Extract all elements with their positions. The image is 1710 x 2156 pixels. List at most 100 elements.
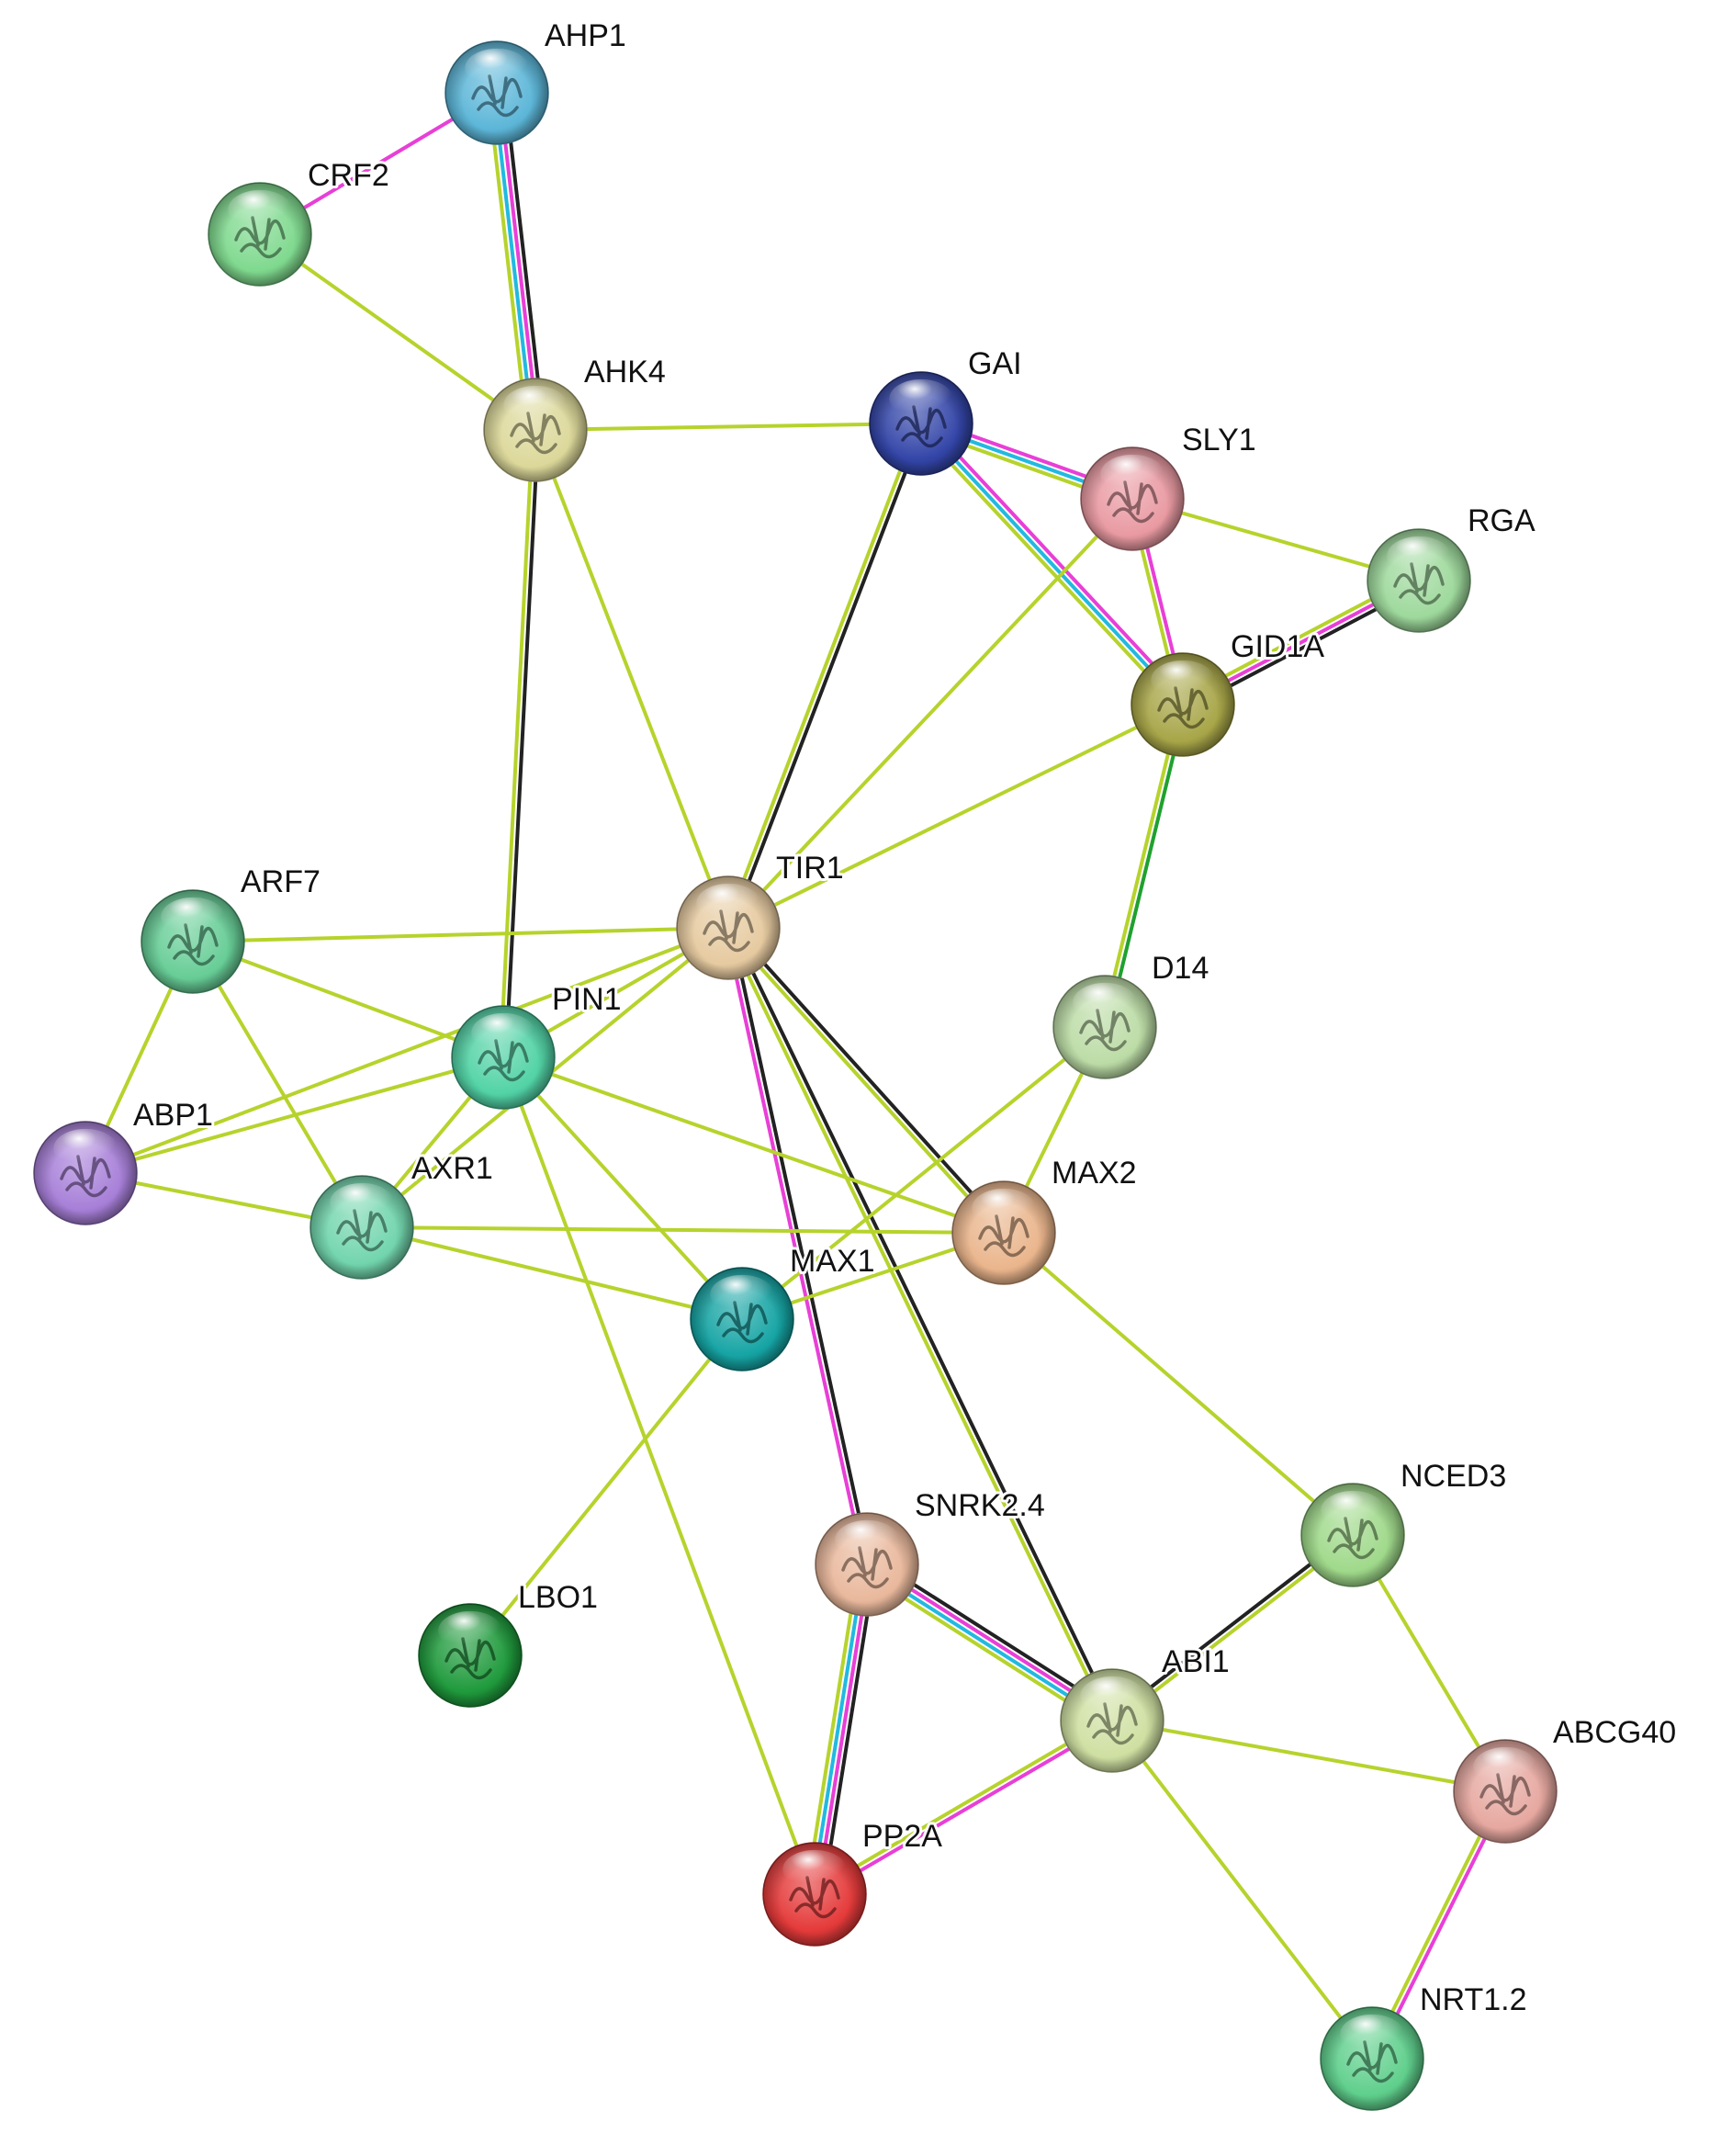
node-pin1[interactable]: PIN1 (451, 979, 624, 1110)
node-label-snrk2-4: SNRK2.4 (915, 1488, 1045, 1523)
node-gloss (1387, 536, 1451, 576)
edge-evidence-textmining (534, 422, 923, 432)
node-gloss (710, 1274, 774, 1315)
node-label-lbo1: LBO1 (518, 1580, 598, 1615)
edge-evidence-experimental (497, 90, 540, 432)
node-sly1[interactable]: SLY1 (1080, 420, 1259, 551)
node-gloss (782, 1849, 847, 1890)
node-nrt1-2[interactable]: NRT1.2 (1320, 1980, 1530, 2111)
edge-snrk2-4-pp2a (804, 1561, 877, 1898)
edge-evidence-textmining (915, 425, 1181, 711)
edge-evidence-textmining (1002, 1231, 1355, 1537)
node-label-max2: MAX2 (1052, 1156, 1137, 1191)
node-gai[interactable]: GAI (869, 344, 1025, 476)
edge-evidence-textmining (724, 928, 1004, 1237)
node-lbo1[interactable]: LBO1 (418, 1577, 601, 1708)
node-arf7[interactable]: ARF7 (141, 862, 323, 994)
node-gloss (228, 189, 292, 230)
node-gloss (1321, 1490, 1385, 1530)
node-label-d14: D14 (1152, 951, 1209, 986)
edge-evidence-textmining (726, 703, 1185, 930)
edge-evidence-coexpression (728, 423, 926, 931)
node-abi1[interactable]: ABI1 (1060, 1642, 1232, 1773)
node-max1[interactable]: MAX1 (690, 1241, 878, 1371)
edge-tir1-abi1 (724, 924, 1117, 1724)
edge-tir1-arf7 (191, 926, 730, 943)
edge-evidence-database (810, 1562, 867, 1896)
node-label-pp2a: PP2A (862, 1819, 942, 1854)
node-label-abp1: ABP1 (133, 1098, 213, 1133)
edge-axr1-max2 (360, 1225, 1006, 1235)
node-label-rga: RGA (1468, 503, 1536, 538)
node-abp1[interactable]: ABP1 (33, 1095, 216, 1225)
edge-pin1-pp2a (501, 1055, 816, 1896)
node-label-nrt1-2: NRT1.2 (1420, 1982, 1527, 2017)
edge-evidence-coexpression (728, 925, 872, 1566)
edge-evidence-textmining (726, 497, 1134, 930)
node-label-sly1: SLY1 (1182, 423, 1256, 457)
edge-ahk4-tir1 (534, 428, 730, 930)
node-ahp1[interactable]: AHP1 (444, 16, 629, 145)
edge-evidence-textmining (811, 1716, 1113, 1894)
edge-layer (84, 89, 1510, 2062)
node-ahk4[interactable]: AHK4 (483, 352, 669, 482)
edge-ahp1-ahk4 (487, 89, 546, 434)
node-snrk2-4[interactable]: SNRK2.4 (815, 1485, 1048, 1617)
node-gid1a[interactable]: GID1A (1131, 626, 1327, 757)
edge-evidence-textmining (534, 428, 730, 930)
node-label-abcg40: ABCG40 (1553, 1715, 1676, 1750)
edge-evidence-coexpression (820, 1563, 877, 1898)
edge-pin1-max2 (501, 1055, 1006, 1235)
edge-evidence-textmining (1110, 1719, 1507, 1793)
edge-evidence-textmining (84, 1055, 505, 1175)
node-pp2a[interactable]: PP2A (762, 1816, 945, 1947)
node-label-pin1: PIN1 (552, 982, 622, 1017)
edge-axr1-max1 (360, 1225, 744, 1321)
edge-arf7-axr1 (191, 940, 364, 1229)
edge-evidence-textmining (360, 1225, 744, 1321)
edge-evidence-textmining (258, 232, 537, 432)
node-crf2[interactable]: CRF2 (208, 155, 392, 287)
edge-tir1-abp1 (84, 926, 730, 1175)
edge-gid1a-d14 (1100, 702, 1187, 1030)
node-d14[interactable]: D14 (1052, 948, 1211, 1079)
edge-evidence-experimental (814, 1721, 1116, 1899)
node-abcg40[interactable]: ABCG40 (1453, 1712, 1679, 1844)
edge-ahk4-pin1 (499, 427, 540, 1060)
edge-tir1-snrk2-4 (724, 925, 872, 1567)
edge-evidence-textmining (360, 1225, 1006, 1235)
edge-evidence-coexpression (503, 428, 540, 1060)
edge-evidence-textmining (501, 1055, 1006, 1235)
edge-sly1-tir1 (726, 497, 1134, 930)
node-label-axr1: AXR1 (411, 1151, 493, 1186)
node-gloss (696, 883, 760, 923)
node-label-max1: MAX1 (790, 1244, 875, 1279)
node-label-crf2: CRF2 (308, 158, 389, 193)
node-gloss (972, 1188, 1036, 1228)
node-gloss (503, 385, 568, 425)
node-label-gid1a: GID1A (1231, 629, 1324, 664)
node-gloss (835, 1519, 899, 1560)
edge-evidence-textmining (724, 927, 1112, 1724)
edge-evidence-database (919, 422, 1185, 706)
edge-abi1-nrt1-2 (1110, 1719, 1374, 2060)
edge-pin1-max1 (501, 1055, 744, 1321)
edge-evidence-textmining (501, 1055, 816, 1896)
node-max2[interactable]: MAX2 (951, 1153, 1140, 1285)
node-label-nced3: NCED3 (1401, 1459, 1506, 1494)
node-gloss (889, 378, 953, 419)
edge-evidence-textmining (468, 1317, 744, 1657)
edge-evidence-coexpression (728, 923, 1008, 1233)
node-gloss (438, 1610, 502, 1651)
edge-arf7-pin1 (191, 940, 505, 1059)
node-gloss (1340, 2014, 1404, 2054)
node-nced3[interactable]: NCED3 (1300, 1456, 1509, 1587)
node-gloss (471, 1012, 535, 1053)
node-gloss (53, 1128, 118, 1168)
node-tir1[interactable]: TIR1 (676, 848, 847, 980)
node-axr1[interactable]: AXR1 (309, 1148, 496, 1280)
node-label-arf7: ARF7 (241, 864, 321, 899)
node-rga[interactable]: RGA (1367, 501, 1538, 633)
